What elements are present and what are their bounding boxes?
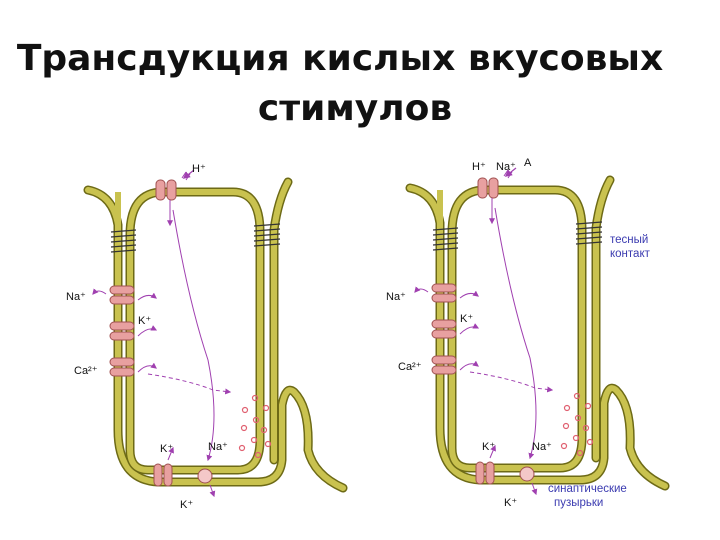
right-na-label: Na⁺ [386, 291, 406, 303]
synaptic-vesicles-label-1: синаптические [548, 483, 627, 495]
right-k-label: K⁺ [460, 313, 473, 325]
right-top-h-label: H⁺ [472, 161, 486, 173]
tight-junction-label-1: тесный [610, 234, 648, 246]
left-bottom-k-in-label: K⁺ [160, 443, 173, 455]
synaptic-vesicles-label-2: пузырьки [554, 497, 603, 509]
right-bottom-na-label: Na⁺ [532, 441, 552, 453]
title-line-1: Трансдукция кислых вкусовых [16, 38, 664, 79]
right-top-na-label: Na⁺ [496, 161, 516, 173]
left-top-ion-label: H⁺ [192, 163, 206, 175]
right-bottom-k-out-label: K⁺ [504, 497, 517, 509]
left-ca-label: Ca²⁺ [74, 365, 98, 377]
left-k-label: K⁺ [138, 315, 151, 327]
right-bottom-k-in-label: K⁺ [482, 441, 495, 453]
left-na-label: Na⁺ [66, 291, 86, 303]
title-line-2: стимулов [257, 88, 453, 129]
right-top-a-label: A [524, 157, 532, 169]
tight-junction-label-2: контакт [610, 248, 651, 260]
left-bottom-na-label: Na⁺ [208, 441, 228, 453]
left-bottom-k-out-label: K⁺ [180, 499, 193, 511]
right-ca-label: Ca²⁺ [398, 361, 422, 373]
page-title: Трансдукция кислых вкусовых стимулов [0, 34, 680, 134]
